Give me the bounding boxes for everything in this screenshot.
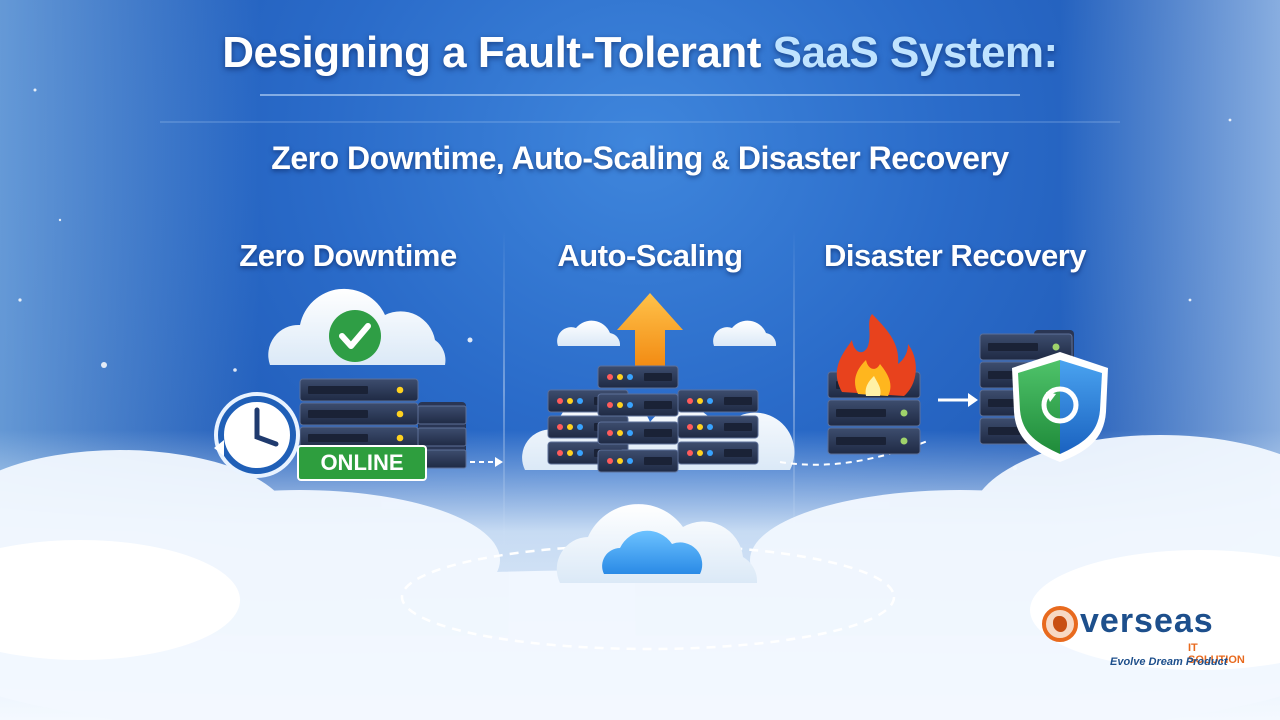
small-cloud-right — [713, 320, 777, 346]
title-accent: SaaS System: — [772, 28, 1059, 77]
title-main: Designing a Fault-Tolerant — [222, 28, 761, 77]
company-logo: verseas IT SOLUTION Evolve Dream Product — [1040, 600, 1250, 675]
small-cloud-left — [557, 320, 621, 346]
logo-mark-icon — [1042, 606, 1078, 642]
subtitle-ampersand: & — [711, 145, 730, 175]
column-heading-zero-downtime: Zero Downtime — [239, 238, 457, 273]
shield-refresh-icon — [1012, 352, 1108, 462]
up-arrow-icon — [617, 293, 683, 368]
column-heading-disaster-recovery: Disaster Recovery — [823, 238, 1087, 273]
clock-icon — [214, 392, 300, 478]
page-title: Designing a Fault-Tolerant SaaS System: — [0, 28, 1280, 78]
orbit-ring — [400, 543, 896, 651]
central-cloud-icon — [556, 504, 758, 583]
logo-tagline: Evolve Dream Product — [1110, 656, 1228, 668]
column-heading-auto-scaling: Auto-Scaling — [557, 238, 743, 273]
online-badge: ONLINE — [297, 445, 427, 481]
subtitle-part2: Disaster Recovery — [737, 140, 1009, 176]
logo-subtext: IT SOLUTION — [1188, 642, 1245, 666]
page-subtitle: Zero Downtime, Auto-Scaling & Disaster R… — [0, 140, 1280, 177]
subtitle-part1: Zero Downtime, Auto-Scaling — [271, 140, 703, 176]
online-badge-label: ONLINE — [320, 450, 403, 475]
fire-icon — [836, 314, 916, 396]
cloud-check-icon — [268, 288, 446, 365]
logo-word: verseas — [1080, 602, 1214, 640]
